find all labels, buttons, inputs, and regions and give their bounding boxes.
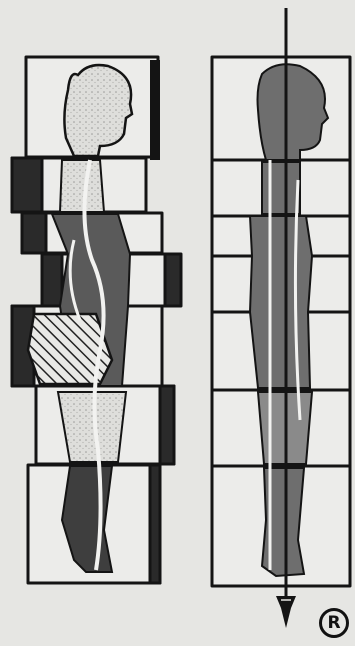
registered-mark-icon: R [319,608,349,638]
registered-mark-letter: R [327,613,340,633]
neck-right [262,162,300,214]
hips-left [58,392,126,462]
head-right [258,64,329,160]
torso-right [250,216,312,388]
neck-left [60,160,104,212]
legs-right [262,468,304,576]
plumb-bob-icon [276,596,296,628]
